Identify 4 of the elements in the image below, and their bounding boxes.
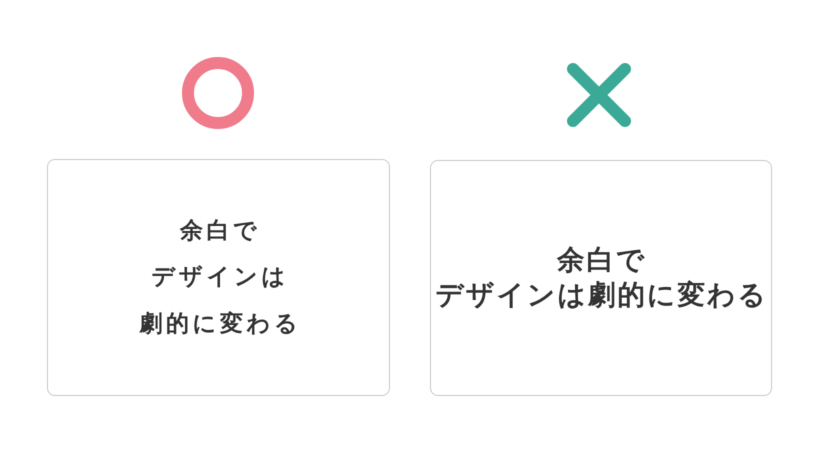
text-card xyxy=(47,159,390,396)
card-text: 余白でデザインは劇的に変わる xyxy=(434,243,768,313)
text-card xyxy=(430,160,772,396)
card-text: 余白でデザインは劇的に変わる xyxy=(138,216,302,339)
